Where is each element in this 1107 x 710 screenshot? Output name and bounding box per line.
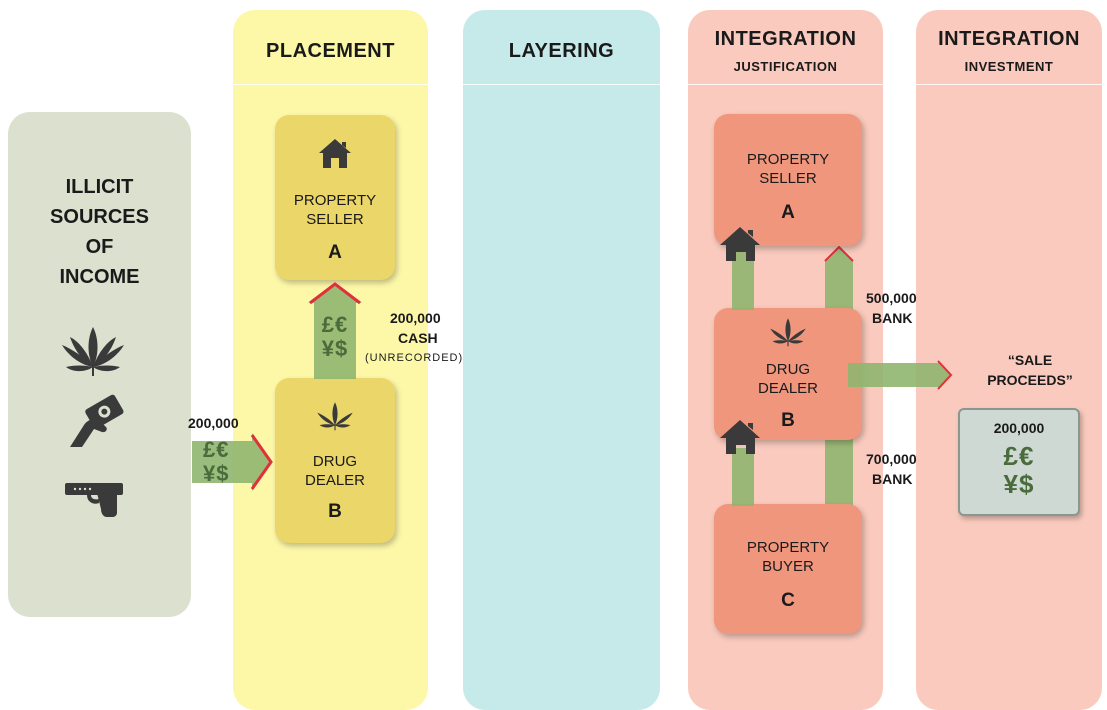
integration-seller-label-line-2: SELLER [759,170,817,187]
placement-drug-dealer-box: DRUG DEALER B [275,378,395,543]
illicit-title-line-4: INCOME [59,266,140,288]
currency-pound: £ [203,437,217,462]
integration-investment-column: INTEGRATION INVESTMENT [916,10,1102,710]
placement-seller-label-line-1: PROPERTY [293,192,377,209]
cash-hand-icon [70,394,124,447]
placement-dealer-label: DRUG DEALER [275,452,395,490]
currency-yen: ¥ [321,336,335,361]
currency-yen: ¥ [203,461,217,486]
integration-investment-title: INTEGRATION [938,28,1080,50]
sale-proceeds-arrow [848,360,953,390]
currency-pound: £ [1003,441,1019,471]
gun-icon [65,483,123,517]
integration-dealer-label-line-2: DEALER [757,380,819,397]
currency-dollar: $ [335,336,349,361]
cannabis-leaf-icon [62,327,124,376]
placement-title: PLACEMENT [266,40,395,62]
integration-buyer-label-line-2: BUYER [762,558,814,575]
currency-euro: € [216,437,230,462]
cannabis-leaf-icon [770,318,806,347]
illicit-title-line-3: OF [85,236,114,258]
sale-proceeds-label: “SALE PROCEEDS” [955,350,1105,390]
illicit-sources-column: ILLICIT SOURCES OF INCOME [8,112,191,617]
sale-proceeds-line-1: “SALE [1007,352,1053,368]
cash-label: CASH [398,330,438,346]
column-divider [916,84,1102,85]
investment-money-box: 200,000 £€ ¥$ [958,408,1080,516]
currency-pound: £ [321,312,335,337]
cash-note: (UNRECORDED) [365,352,464,364]
bank-bottom-amount: 700,000 [866,451,917,467]
house-icon [720,420,760,454]
placement-dealer-label-line-2: DEALER [304,472,366,489]
integration-investment-subtitle: INVESTMENT [964,59,1054,74]
bank-top-amount: 500,000 [866,290,917,306]
currency-euro: € [1019,441,1035,471]
integration-justification-title: INTEGRATION [714,28,857,50]
bank-bottom-label: BANK [872,471,913,487]
investment-currency-symbols: £€ ¥$ [960,442,1078,498]
cash-amount-label: 200,000 [390,310,441,326]
cash-currency-symbols: £€ ¥$ [313,313,357,361]
property-transfer-connector-upper [720,227,760,310]
placement-seller-label: PROPERTY SELLER [275,191,395,229]
illicit-sources-title: ILLICIT SOURCES OF INCOME [8,172,191,292]
house-icon [319,139,351,168]
column-divider [688,84,883,85]
integration-property-buyer-box: PROPERTY BUYER C [714,504,862,634]
currency-dollar: $ [1019,469,1035,499]
integration-seller-label: PROPERTY SELLER [714,150,862,188]
integration-seller-letter: A [781,202,795,223]
integration-buyer-letter: C [781,590,795,611]
column-divider [233,84,428,85]
integration-buyer-label: PROPERTY BUYER [714,538,862,576]
placement-dealer-label-line-1: DRUG [312,453,358,470]
income-money-arrow [192,433,273,491]
integration-dealer-letter: B [781,410,795,431]
income-amount-label: 200,000 [188,415,239,431]
currency-dollar: $ [216,461,230,486]
sale-proceeds-line-2: PROCEEDS” [987,372,1073,388]
cash-money-arrow [308,282,362,379]
placement-property-seller-box: PROPERTY SELLER A [275,115,395,280]
placement-seller-label-line-2: SELLER [306,211,364,228]
property-transfer-connector-lower [720,420,760,506]
currency-yen: ¥ [1003,469,1019,499]
integration-buyer-label-line-1: PROPERTY [746,539,830,556]
bank-top-label: BANK [872,310,913,326]
integration-drug-dealer-box: DRUG DEALER B [714,308,862,440]
integration-justification-subtitle: JUSTIFICATION [733,59,838,74]
column-divider [463,84,660,85]
integration-property-seller-box: PROPERTY SELLER A [714,114,862,246]
illicit-title-line-2: SOURCES [50,206,149,228]
integration-dealer-label-line-1: DRUG [765,361,811,378]
illicit-title-line-1: ILLICIT [65,176,134,198]
layering-column: LAYERING [463,10,660,710]
integration-seller-label-line-1: PROPERTY [746,151,830,168]
income-currency-symbols: £€ ¥$ [203,438,247,486]
investment-amount: 200,000 [993,420,1045,436]
house-icon [720,227,760,261]
integration-dealer-label: DRUG DEALER [714,360,862,398]
cannabis-leaf-icon [317,402,353,431]
currency-euro: € [335,312,349,337]
placement-dealer-letter: B [328,501,342,522]
placement-seller-letter: A [328,242,342,263]
layering-title: LAYERING [508,40,615,62]
